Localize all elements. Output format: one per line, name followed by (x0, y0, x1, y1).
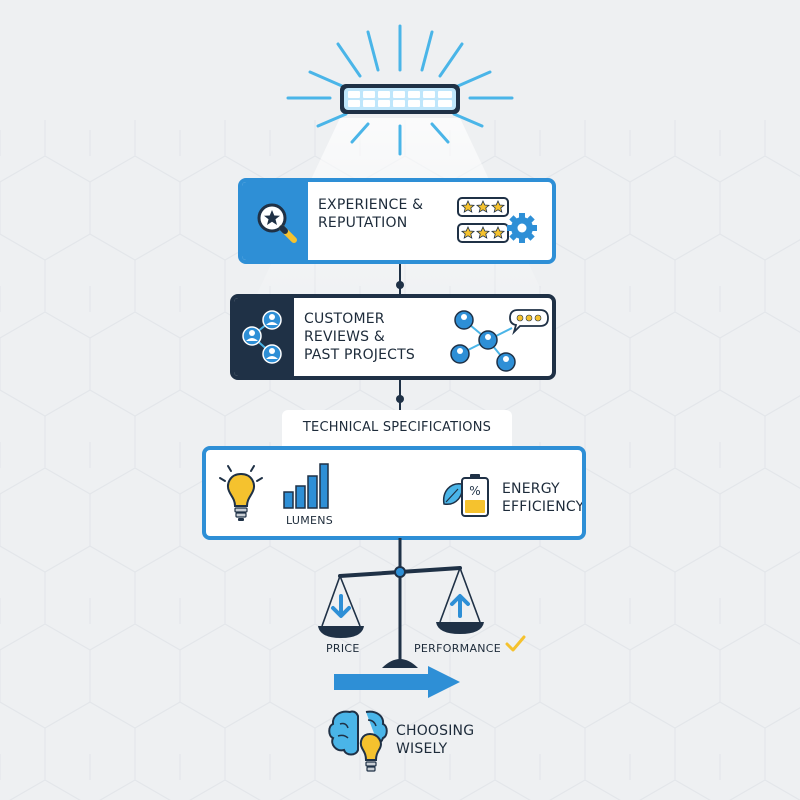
up-arrow-icon (450, 594, 470, 618)
choosing-wisely-label: CHOOSING WISELY (396, 723, 475, 757)
forward-arrow-icon (334, 666, 460, 698)
step-technical-specifications: LUMENS % ENERGY EFFICIENCY (202, 446, 586, 540)
lightbulb-icon (219, 465, 263, 521)
battery-percent-symbol: % (469, 484, 480, 498)
performance-label: PERFORMANCE (414, 642, 502, 655)
down-arrow-icon (331, 594, 351, 618)
step-customer-reviews: CUSTOMER REVIEWS & PAST PROJECTS (230, 294, 556, 380)
step-experience-reputation: EXPERIENCE & REPUTATION (238, 178, 556, 264)
checkmark-icon (505, 635, 526, 652)
balance-scale (318, 538, 484, 668)
brain-lightbulb-icon (328, 710, 388, 772)
tech-spec-title-tab: TECHNICAL SPECIFICATIONS (282, 410, 512, 446)
magnifier-star-icon (257, 203, 297, 243)
battery-leaf-icon: % (442, 474, 489, 517)
lumens-label: LUMENS (286, 514, 334, 527)
led-lamp-icon (286, 24, 514, 156)
project-network-reviews-icon (450, 309, 549, 372)
people-network-icon (242, 310, 282, 364)
step-customer-reviews-label: CUSTOMER REVIEWS & PAST PROJECTS (304, 311, 415, 363)
step-experience-label: EXPERIENCE & REPUTATION (318, 197, 424, 231)
tech-spec-title: TECHNICAL SPECIFICATIONS (302, 420, 492, 435)
energy-efficiency-label: ENERGY EFFICIENCY (502, 481, 585, 515)
bar-chart-icon (283, 463, 329, 509)
rating-stars-gear-icon (457, 197, 537, 243)
price-label: PRICE (326, 642, 360, 655)
